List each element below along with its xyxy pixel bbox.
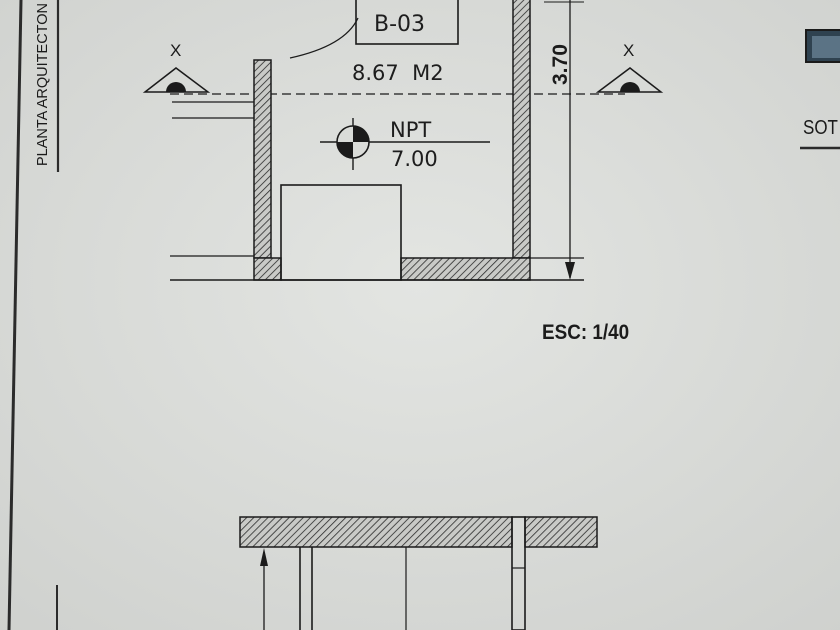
room-area: 8.67 M2 — [352, 61, 444, 85]
section-mark-right-letter: X — [623, 41, 634, 60]
door-swing-arc — [289, 17, 359, 59]
section-mark-left-letter: X — [170, 41, 181, 60]
room-code: B-03 — [374, 12, 425, 37]
dimension-arrow-up-icon — [260, 548, 268, 566]
dimension-arrow-icon — [565, 262, 575, 280]
sheet-border-left — [7, 0, 60, 630]
floor-slab-right — [400, 257, 531, 281]
slab-top-left — [239, 516, 513, 548]
level-value: 7.00 — [391, 147, 438, 171]
level-label: NPT — [390, 118, 431, 142]
wall-right — [512, 0, 531, 259]
slab-top-right — [524, 516, 598, 548]
column-right — [511, 516, 526, 630]
height-dimension: 3.70 — [549, 44, 572, 85]
wall-left — [253, 59, 272, 259]
floor-slab-left — [253, 257, 282, 281]
scale-label: ESC: 1/40 — [542, 321, 629, 344]
level-marker-icon — [320, 118, 490, 170]
section-mark-left-icon — [142, 67, 211, 93]
lower-room-plan — [239, 516, 598, 630]
side-title: PLANTA ARQUITECTON — [35, 3, 51, 166]
upper-room-plan — [142, 0, 664, 281]
right-edge-thumbnail — [805, 29, 840, 63]
room-label-box — [355, 0, 459, 45]
section-mark-right-icon — [595, 67, 664, 93]
right-edge-label: SOT — [803, 116, 838, 139]
